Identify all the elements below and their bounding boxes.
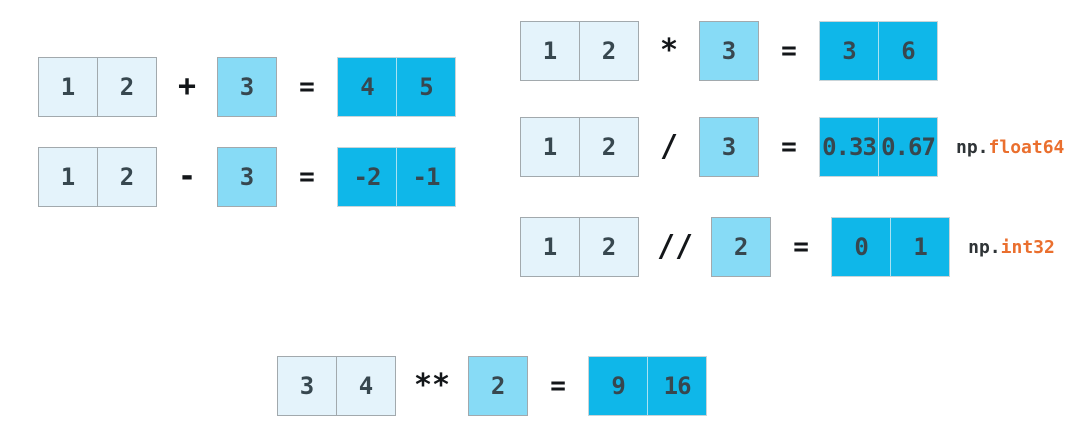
input-array: 3 4 <box>277 356 396 416</box>
equation-row-divide: 1 2 / 3 = 0.33 0.67 np.float64 <box>520 117 1064 177</box>
dtype-prefix: np. <box>956 136 989 158</box>
input-cell: 4 <box>336 357 395 415</box>
operator-multiply: * <box>659 33 679 68</box>
result-array: 0.33 0.67 <box>819 117 938 177</box>
result-cell: -1 <box>396 148 455 206</box>
equation-row-power: 3 4 ** 2 = 9 16 <box>277 356 708 416</box>
input-array: 1 2 <box>520 21 639 81</box>
result-cell: 0 <box>832 218 891 276</box>
input-cell: 2 <box>579 22 638 80</box>
result-array: -2 -1 <box>337 147 456 207</box>
scalar-cell: 2 <box>468 356 529 416</box>
input-cell: 2 <box>97 148 156 206</box>
input-cell: 2 <box>579 218 638 276</box>
scalar-cell: 3 <box>217 147 277 207</box>
scalar-cell: 3 <box>217 57 277 117</box>
equals-sign: = <box>781 36 797 66</box>
input-cell: 1 <box>39 58 97 116</box>
equals-sign: = <box>550 371 566 401</box>
result-cell: 6 <box>878 22 937 80</box>
scalar-cell: 3 <box>699 117 759 177</box>
dtype-label: np.float64 <box>956 137 1064 158</box>
result-cell: 0.67 <box>878 118 937 176</box>
result-array: 3 6 <box>819 21 938 81</box>
dtype-name: float64 <box>988 136 1065 158</box>
equals-sign: = <box>299 72 315 102</box>
dtype-name: int32 <box>1000 236 1055 258</box>
result-cell: 5 <box>396 58 455 116</box>
result-cell: 16 <box>647 357 707 415</box>
scalar-cell: 3 <box>699 21 759 81</box>
result-cell: 9 <box>589 357 648 415</box>
result-cell: -2 <box>338 148 396 206</box>
result-array: 9 16 <box>588 356 708 416</box>
operator-floor-divide: // <box>657 229 694 264</box>
input-cell: 1 <box>39 148 97 206</box>
equals-sign: = <box>299 162 315 192</box>
dtype-prefix: np. <box>968 236 1001 258</box>
equation-row-add: 1 2 + 3 = 4 5 <box>38 57 456 117</box>
result-array: 0 1 <box>831 217 951 277</box>
input-array: 1 2 <box>520 217 639 277</box>
result-cell: 0.33 <box>820 118 878 176</box>
input-cell: 1 <box>521 118 579 176</box>
scalar-cell: 2 <box>711 217 772 277</box>
result-array: 4 5 <box>337 57 456 117</box>
input-array: 1 2 <box>38 147 157 207</box>
input-cell: 2 <box>97 58 156 116</box>
input-array: 1 2 <box>520 117 639 177</box>
equation-row-subtract: 1 2 - 3 = -2 -1 <box>38 147 456 207</box>
equation-row-floor-divide: 1 2 // 2 = 0 1 np.int32 <box>520 217 1055 277</box>
result-cell: 4 <box>338 58 396 116</box>
equals-sign: = <box>793 232 809 262</box>
dtype-label: np.int32 <box>968 237 1055 258</box>
input-array: 1 2 <box>38 57 157 117</box>
result-cell: 1 <box>890 218 950 276</box>
input-cell: 3 <box>278 357 336 415</box>
operator-minus: - <box>177 159 197 194</box>
equation-row-multiply: 1 2 * 3 = 3 6 <box>520 21 938 81</box>
operator-divide: / <box>659 129 679 164</box>
input-cell: 1 <box>521 218 579 276</box>
input-cell: 2 <box>579 118 638 176</box>
input-cell: 1 <box>521 22 579 80</box>
operator-power: ** <box>414 368 451 403</box>
result-cell: 3 <box>820 22 878 80</box>
equals-sign: = <box>781 132 797 162</box>
operator-plus: + <box>177 69 197 104</box>
